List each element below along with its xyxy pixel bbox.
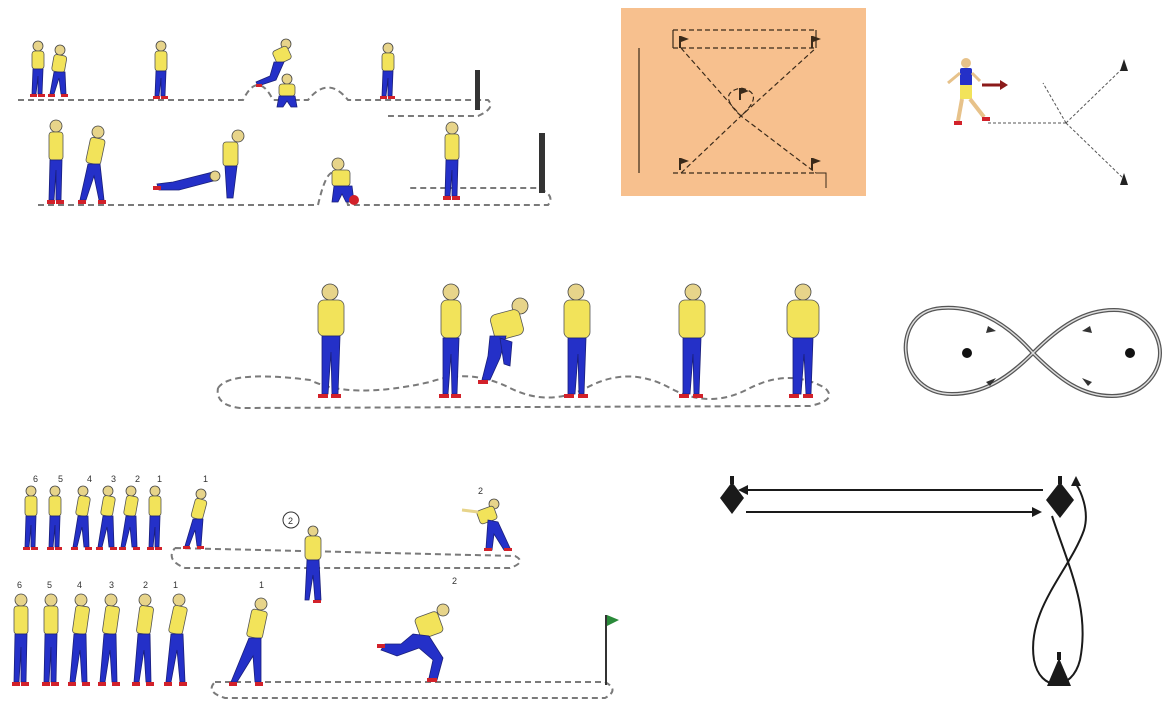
hand-drawn-sketch bbox=[621, 8, 866, 196]
player-figure bbox=[78, 125, 106, 204]
player-figure bbox=[30, 40, 45, 97]
direction-change-drawing bbox=[947, 58, 1128, 185]
lower-track-path bbox=[38, 171, 552, 206]
slalom-drawing bbox=[216, 283, 830, 410]
relay-diagram: 6 5 4 3 2 1 1 2 2 6 bbox=[5, 470, 630, 702]
number-label: 1 bbox=[157, 474, 162, 484]
number-label: 4 bbox=[87, 474, 92, 484]
cone-icon bbox=[1046, 476, 1074, 518]
player-figure bbox=[380, 42, 395, 99]
player-figure bbox=[153, 40, 168, 99]
arrow-icon bbox=[738, 485, 748, 495]
obstacle-course-drawing bbox=[18, 38, 552, 206]
player-figure bbox=[255, 38, 292, 87]
sketch-drawing bbox=[638, 29, 827, 188]
number-label: 5 bbox=[47, 580, 52, 590]
relay-team-bottom bbox=[12, 593, 268, 686]
slalom-diagram bbox=[210, 270, 840, 415]
runner-marker bbox=[282, 511, 300, 529]
player-figure bbox=[439, 283, 462, 398]
player-figure bbox=[48, 44, 68, 97]
flag-icon bbox=[607, 615, 619, 626]
number-label: 6 bbox=[17, 580, 22, 590]
cone-icon bbox=[720, 476, 744, 514]
upper-track-path bbox=[18, 84, 492, 117]
number-label: 2 bbox=[135, 474, 140, 484]
marker-dot bbox=[1125, 348, 1135, 358]
number-label: 4 bbox=[77, 580, 82, 590]
player-figure bbox=[304, 525, 322, 603]
obstacle-course-diagram bbox=[8, 30, 568, 215]
cone-icon bbox=[1120, 173, 1128, 185]
direction-change-diagram bbox=[938, 55, 1138, 195]
number-label: 2 bbox=[143, 580, 148, 590]
player-figure bbox=[478, 297, 529, 384]
cone-drill-drawing bbox=[720, 476, 1087, 686]
player-figure bbox=[678, 283, 706, 398]
upper-pole bbox=[475, 70, 480, 110]
player-figure bbox=[276, 73, 298, 108]
runner-label: 2 bbox=[478, 486, 483, 496]
player-figure bbox=[443, 121, 460, 200]
marker-dot bbox=[962, 348, 972, 358]
number-label: 5 bbox=[58, 474, 63, 484]
player-figure bbox=[461, 498, 512, 551]
number-label: 1 bbox=[259, 580, 264, 590]
lower-pole bbox=[539, 133, 545, 193]
number-label: 2 bbox=[452, 576, 457, 586]
player-figure bbox=[153, 129, 245, 199]
player-figure bbox=[47, 119, 64, 204]
player-figure bbox=[563, 283, 591, 398]
player-figure bbox=[317, 283, 345, 398]
figure-eight-drawing bbox=[903, 305, 1163, 399]
number-label: 1 bbox=[203, 474, 208, 484]
loop-path bbox=[1032, 483, 1087, 685]
number-label: 1 bbox=[173, 580, 178, 590]
bottom-row-track bbox=[210, 681, 614, 699]
sprinter-figure bbox=[947, 58, 990, 125]
cone-drill-diagram bbox=[700, 470, 1110, 705]
arrow-icon bbox=[1071, 476, 1081, 486]
figure-eight-diagram bbox=[902, 298, 1163, 408]
relay-team-top bbox=[23, 485, 208, 550]
cone-icon bbox=[1047, 652, 1071, 686]
arrow-icon bbox=[1032, 507, 1042, 517]
player-figure bbox=[786, 283, 820, 398]
player-figure bbox=[331, 157, 359, 205]
cone-icon bbox=[1120, 59, 1128, 71]
number-label: 6 bbox=[33, 474, 38, 484]
runner-label: 2 bbox=[288, 516, 293, 526]
top-row-track bbox=[170, 547, 521, 569]
relay-drawing: 6 5 4 3 2 1 1 2 2 6 bbox=[12, 474, 619, 699]
number-label: 3 bbox=[111, 474, 116, 484]
number-label: 3 bbox=[109, 580, 114, 590]
player-figure bbox=[377, 603, 450, 682]
slalom-path bbox=[216, 375, 830, 410]
